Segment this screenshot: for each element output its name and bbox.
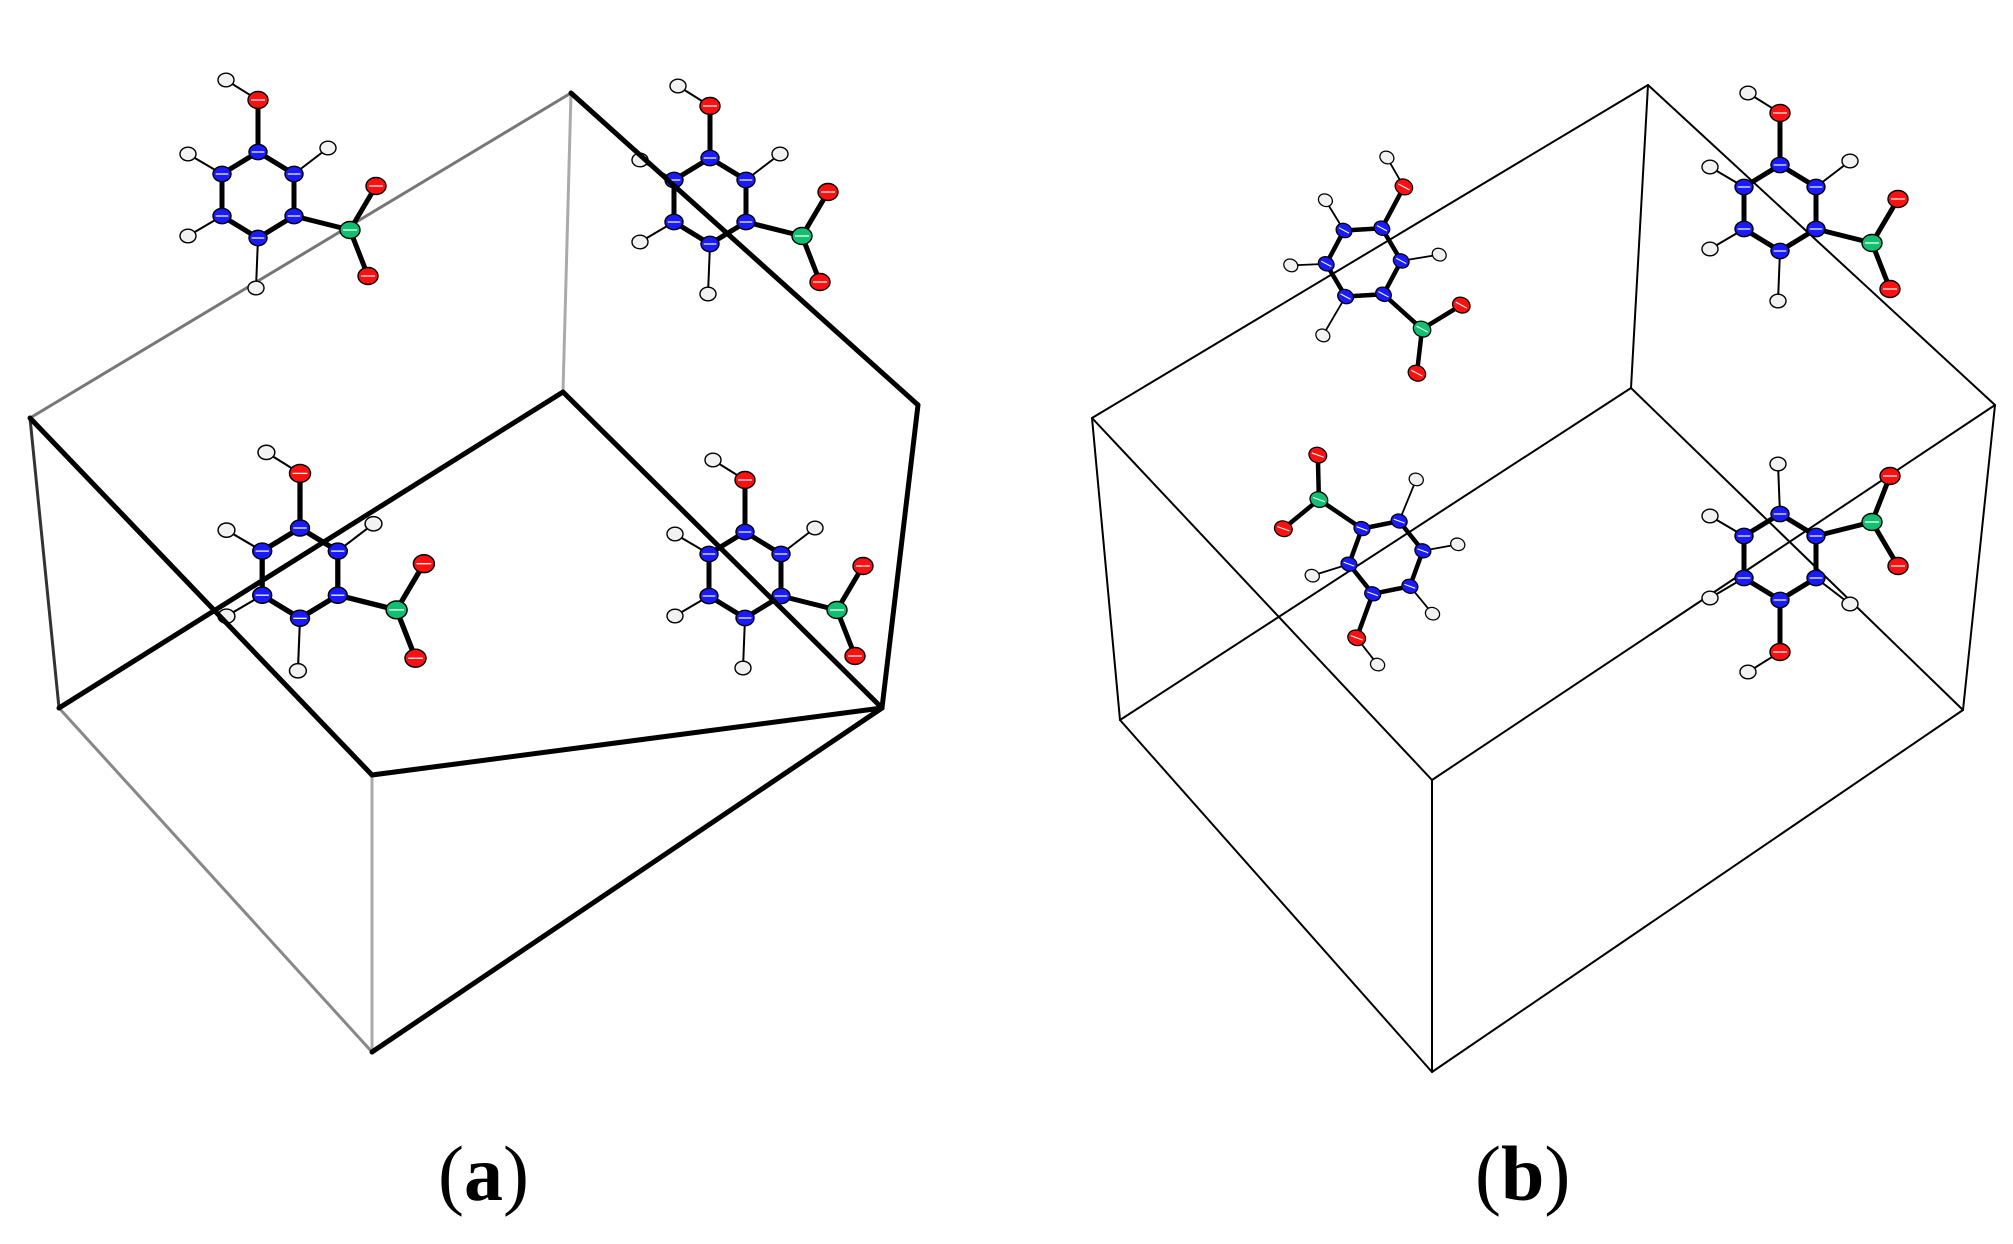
cell-edge (369, 705, 885, 1055)
hydrogen-atom (217, 522, 236, 538)
atom-ellipsoid-mark (1398, 183, 1410, 191)
cell-edge (28, 416, 61, 710)
atom-ellipsoid-mark (1404, 583, 1416, 589)
panel-b-label-close: ) (1544, 1130, 1571, 1217)
panel-a-label-open: ( (438, 1130, 464, 1217)
atom-ellipsoid-mark (1277, 526, 1290, 532)
hydrogen-atom (1739, 664, 1757, 680)
atom-ellipsoid-mark (1395, 257, 1407, 265)
hydrogen-atom (806, 520, 824, 536)
hydrogen-atom (669, 78, 687, 94)
hydrogen-atom (1431, 247, 1447, 262)
atom-ellipsoid-mark (1340, 293, 1351, 300)
hydrogen-atom (704, 452, 722, 468)
hydrogen-atom (1304, 568, 1320, 583)
atom-ellipsoid-mark (1356, 526, 1368, 532)
atom-ellipsoid-mark (1367, 591, 1379, 597)
atom-ellipsoid-mark (1416, 325, 1428, 333)
hydrogen-atom (364, 515, 383, 532)
cell-edge (560, 389, 885, 711)
cell-edge (1119, 387, 1632, 721)
cell-edge (1091, 417, 1121, 721)
hydrogen-atom (179, 228, 197, 244)
atom-ellipsoid-mark (1393, 518, 1405, 524)
atom-ellipsoid-mark (1350, 635, 1363, 641)
hydrogen-atom (1701, 590, 1719, 606)
molecule (217, 444, 436, 679)
cell-edge (1630, 84, 1649, 389)
cell-edge (57, 706, 374, 1054)
hydrogen-atom (1450, 537, 1466, 552)
cell-edge (879, 402, 921, 711)
atom-ellipsoid-mark (1343, 561, 1355, 567)
hydrogen-atom (1379, 150, 1395, 165)
hydrogen-atom (1283, 258, 1299, 273)
hydrogen-atom (1841, 153, 1859, 169)
cell-edge (1119, 719, 1433, 1073)
panel-a-label: (a) (438, 1135, 529, 1213)
hydrogen-atom (257, 444, 276, 461)
cell-edge (56, 389, 566, 711)
molecule (1273, 446, 1466, 672)
hydrogen-atom (666, 526, 684, 542)
atom-ellipsoid-mark (1411, 369, 1423, 377)
molecule (1701, 85, 1909, 309)
hydrogen-atom (1424, 606, 1441, 621)
atom-ellipsoid-mark (1376, 225, 1388, 232)
panel-a-label-close: ) (502, 1130, 529, 1217)
atom-ellipsoid-mark (1311, 452, 1324, 458)
hydrogen-atom (1701, 241, 1719, 257)
molecule (666, 452, 874, 676)
cell-edge (561, 91, 573, 394)
hydrogen-atom (288, 662, 308, 679)
hydrogen-atom (699, 286, 717, 302)
atom-ellipsoid-mark (1378, 291, 1389, 298)
atom-ellipsoid-mark (1312, 496, 1325, 503)
cell-edge (28, 91, 573, 420)
panel-b-label-open: ( (1475, 1130, 1501, 1217)
molecule (1701, 456, 1909, 680)
hydrogen-atom (179, 146, 197, 162)
cell-edge (568, 90, 921, 408)
hydrogen-atom (1769, 456, 1787, 472)
hydrogen-atom (1701, 159, 1719, 175)
hydrogen-atom (1317, 193, 1334, 208)
molecule (179, 72, 387, 296)
hydrogen-atom (1841, 596, 1859, 612)
cell-edge (27, 415, 375, 778)
hydrogen-atom (319, 140, 337, 156)
atom-ellipsoid-mark (1455, 301, 1468, 309)
hydrogen-atom (1701, 508, 1719, 524)
hydrogen-atom (247, 280, 265, 296)
hydrogen-atom (1408, 472, 1424, 487)
cell-edge (1431, 709, 1964, 1073)
hydrogen-atom (1769, 293, 1787, 309)
hydrogen-atom (217, 72, 235, 88)
cell-edge (1647, 84, 1996, 406)
atom-ellipsoid-mark (1320, 260, 1332, 267)
hydrogen-atom (734, 660, 752, 676)
cell-edge (369, 705, 885, 778)
panel-a-unit-cell (27, 72, 921, 1055)
hydrogen-atom (1369, 657, 1386, 672)
cell-edge (1091, 84, 1649, 419)
molecule (1283, 150, 1471, 382)
hydrogen-atom (771, 146, 789, 162)
hydrogen-atom (1739, 85, 1757, 101)
hydrogen-atom (666, 608, 684, 624)
hydrogen-atom (1315, 328, 1331, 343)
cell-edge (1091, 417, 1433, 781)
panel-b-unit-cell (1091, 84, 1996, 1073)
hydrogen-atom (631, 234, 649, 250)
cell-edge (1962, 404, 1996, 711)
cell-edge (1630, 387, 1964, 711)
panel-b-label: (b) (1475, 1135, 1570, 1213)
molecule (631, 78, 839, 302)
panel-b-label-letter: b (1500, 1130, 1545, 1217)
atom-ellipsoid-mark (1338, 227, 1350, 234)
atom-ellipsoid-mark (1417, 548, 1429, 554)
panel-a-label-letter: a (463, 1130, 503, 1217)
